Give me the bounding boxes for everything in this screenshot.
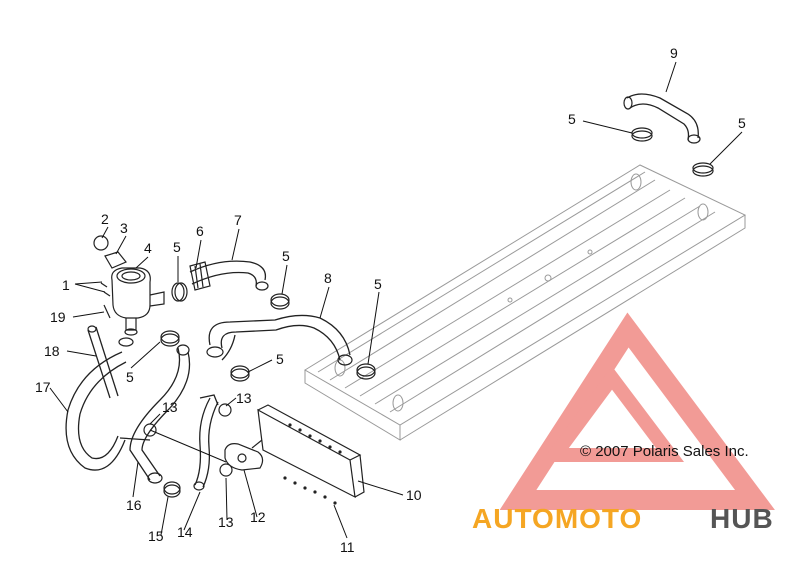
callout-2: 2 [101,211,109,227]
callout-13: 13 [162,399,178,415]
callout-15: 15 [148,528,164,544]
callout-12: 12 [250,509,266,525]
callout-16: 16 [126,497,142,513]
leader-lines [49,61,743,539]
hose-17 [65,351,127,471]
callout-5: 5 [173,239,181,255]
hose-14 [193,394,219,491]
gasket-3 [104,251,127,269]
callout-17: 17 [35,379,51,395]
fitting-12 [224,443,264,471]
logo-text-gray: HUB [710,503,774,534]
callout-8: 8 [324,270,332,286]
callout-13: 13 [218,514,234,530]
clamp-15 [163,481,181,495]
callout-labels: 9 5 5 2 3 4 1 5 6 7 5 8 5 19 18 5 5 17 1… [35,45,746,555]
screw-1a [100,282,108,288]
screw-1b [103,291,111,297]
callout-4: 4 [144,240,152,256]
pin-19 [103,304,111,319]
callout-11: 11 [340,539,355,555]
callout-6: 6 [196,223,204,239]
hose-18 [87,325,119,399]
clamp-5c [118,337,134,347]
callout-13: 13 [236,390,252,406]
cooler-rail-10 [251,404,365,499]
clamp-13b [218,403,232,417]
clamp-5b [692,162,714,174]
hose-16 [119,344,191,484]
clamp-13c [219,463,233,477]
copyright-notice: © 2007 Polaris Sales Inc. [580,443,749,460]
hose-7 [189,260,269,291]
watermark-logo: AUTOMOTO HUB [472,503,774,534]
clamps-5-middle [160,282,376,382]
callout-19: 19 [50,309,66,325]
cap-2 [93,235,109,251]
logo-triangle [499,312,775,510]
callout-1: 1 [62,277,70,293]
hose-9 [623,93,701,144]
callout-18: 18 [44,343,60,359]
bolts-11 [283,423,342,505]
callout-10: 10 [406,487,422,503]
callout-14: 14 [177,524,193,540]
callout-3: 3 [120,220,128,236]
callout-7: 7 [234,212,242,228]
callout-5: 5 [568,111,576,127]
callout-5: 5 [276,351,284,367]
logo-text-orange: AUTOMOTO [472,503,642,534]
callout-5: 5 [282,248,290,264]
callout-5: 5 [374,276,382,292]
callout-9: 9 [670,45,678,61]
callout-5: 5 [738,115,746,131]
coolant-housing-4 [111,267,165,336]
hose-8 [206,314,353,366]
callout-5: 5 [126,369,134,385]
